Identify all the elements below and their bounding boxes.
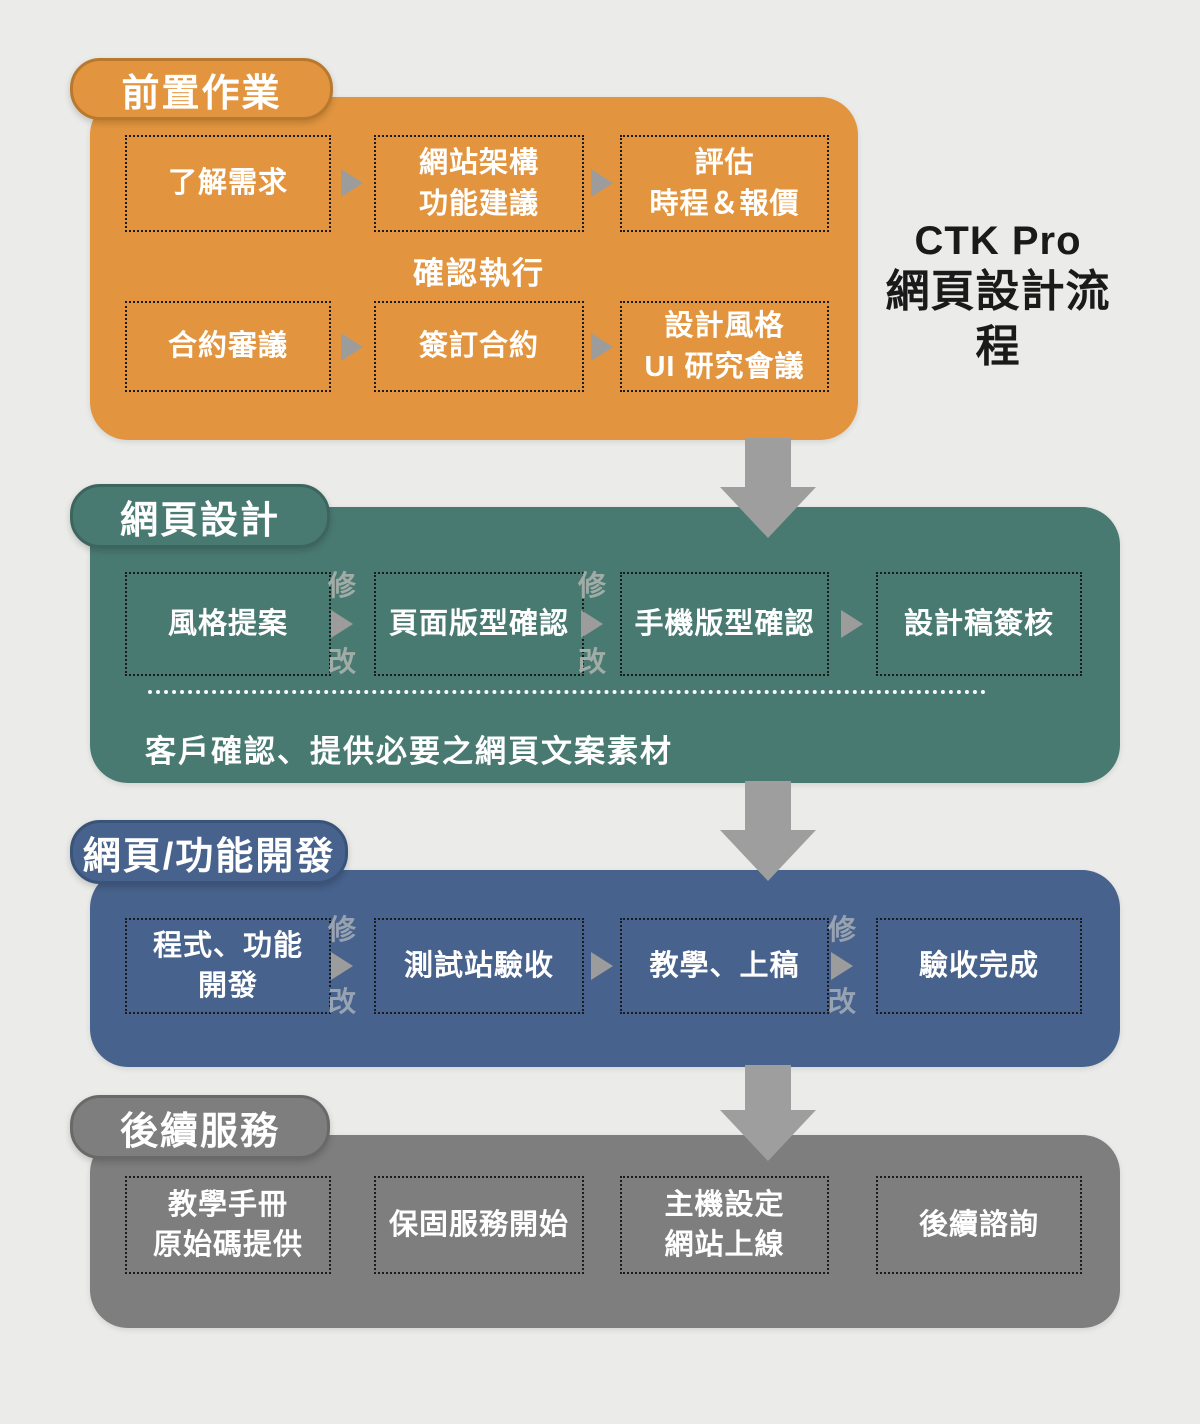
right-arrow-icon [341,169,363,197]
step-box-test-site-acceptance: 測試站驗收 [374,918,584,1014]
step-box-acceptance-complete: 驗收完成 [876,918,1082,1014]
right-arrow-icon [831,952,853,980]
step-box-style-proposal: 風格提案 [125,572,331,676]
confirm-execution-note: 確認執行 [413,256,545,291]
modify-label-bottom: 改 [828,986,857,1017]
section-after-badge-label: 後續服務 [119,1110,280,1153]
page-title: CTK Pro 網頁設計流程 [870,218,1126,374]
modify-loop-connector: 修 改 [578,572,606,676]
step-box-design-signoff: 設計稿簽核 [876,572,1082,676]
step-box-warranty-start: 保固服務開始 [374,1176,584,1274]
section-dev-badge: 網頁/功能開發 [70,820,348,884]
right-arrow-icon [841,610,863,638]
right-arrow-icon [591,333,613,361]
step-box-sign-contract: 簽訂合約 [374,301,584,392]
section-after-body [90,1135,1120,1328]
modify-label-bottom: 改 [328,646,357,677]
section-design-badge-label: 網頁設計 [119,499,280,542]
down-arrow-icon [720,781,816,881]
section-prep-badge-label: 前置作業 [121,72,282,115]
page-title-line1: CTK Pro [914,219,1082,263]
step-box-hosting-golive: 主機設定 網站上線 [620,1176,829,1274]
step-box-contract-review: 合約審議 [125,301,331,392]
step-box-site-structure: 網站架構 功能建議 [374,135,584,232]
step-box-page-layout-confirm: 頁面版型確認 [374,572,584,676]
modify-loop-connector: 修 改 [328,916,356,1016]
section-after-badge: 後續服務 [70,1095,330,1159]
step-box-manual-sourcecode: 教學手冊 原始碼提供 [125,1176,331,1274]
step-box-design-style-meeting: 設計風格 UI 研究會議 [620,301,829,392]
design-caption: 客戶確認、提供必要之網頁文案素材 [145,734,673,769]
section-design-badge: 網頁設計 [70,484,330,548]
step-box-understand-needs: 了解需求 [125,135,331,232]
modify-loop-connector: 修 改 [328,572,356,676]
right-arrow-icon [331,952,353,980]
step-box-mobile-layout-confirm: 手機版型確認 [620,572,829,676]
page-title-line2: 網頁設計流程 [885,267,1111,371]
step-box-coding-development: 程式、功能 開發 [125,918,331,1014]
step-box-followup-consulting: 後續諮詢 [876,1176,1082,1274]
modify-label-top: 修 [328,914,357,945]
modify-label-top: 修 [578,570,607,601]
section-dev-badge-label: 網頁/功能開發 [82,835,336,878]
section-prep-body [90,97,858,440]
dotted-divider [148,690,986,694]
section-prep-badge: 前置作業 [70,58,333,120]
right-arrow-icon [581,610,603,638]
section-design-body [90,507,1120,783]
down-arrow-icon [720,438,816,538]
modify-label-bottom: 改 [578,646,607,677]
modify-label-top: 修 [828,914,857,945]
right-arrow-icon [331,610,353,638]
modify-label-bottom: 改 [328,986,357,1017]
right-arrow-icon [591,169,613,197]
step-box-training-upload: 教學、上稿 [620,918,829,1014]
modify-loop-connector: 修 改 [828,916,856,1016]
right-arrow-icon [591,952,613,980]
right-arrow-icon [341,333,363,361]
down-arrow-icon [720,1065,816,1161]
step-box-estimate-quote: 評估 時程＆報價 [620,135,829,232]
modify-label-top: 修 [328,570,357,601]
